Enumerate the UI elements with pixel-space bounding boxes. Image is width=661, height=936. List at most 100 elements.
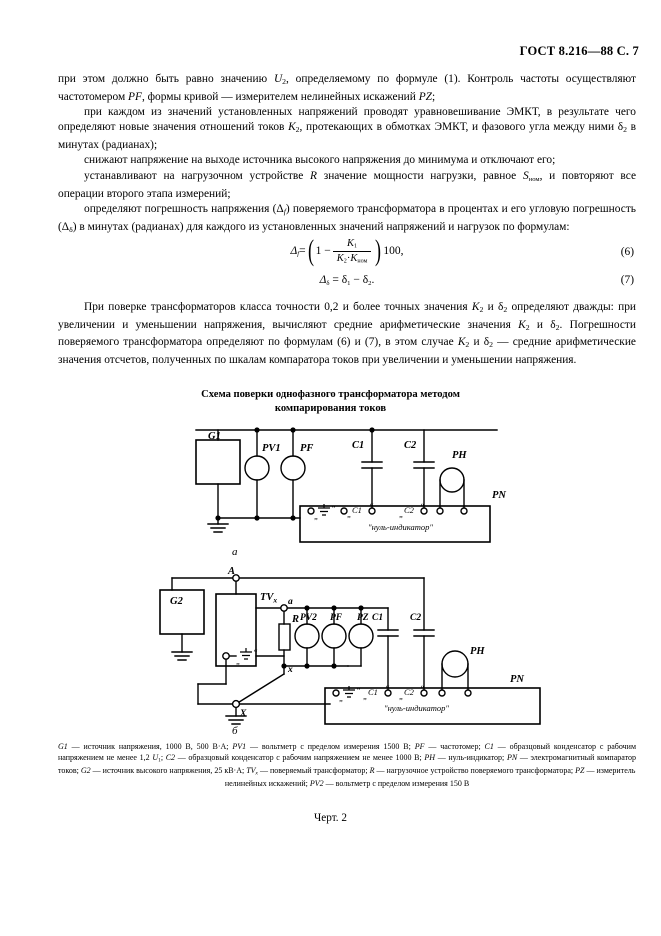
label-r: R — [291, 614, 299, 625]
label-tvx: TVx — [260, 592, 277, 605]
terminal-label-c1-b: C1 — [368, 687, 378, 697]
formula-7-expression: Δδ = δ1 − δ2. — [58, 274, 636, 287]
formula-7-number: (7) — [620, 274, 634, 286]
label-pf-b: PF — [330, 613, 343, 623]
tv-ground-quote-open: „ — [236, 656, 241, 666]
sublabel-b: б — [232, 725, 238, 736]
box-label-null-indicator-b: "нуль-индикатор" — [384, 703, 449, 713]
formula-6-equals: = — [299, 244, 306, 257]
box-ground-quote-close: “ — [356, 685, 361, 695]
caption-line2: нелинейных искажений; PV2 — вольтметр с … — [224, 778, 470, 788]
formula-row-7: Δδ = δ1 − δ2. (7) — [58, 272, 636, 296]
terminal-quote-c2-close-b: “ — [420, 683, 425, 693]
label-c2: C2 — [404, 440, 417, 451]
figure-title-line2: компарирования токов — [274, 402, 387, 414]
terminal-quote-ground-close: “ — [331, 503, 336, 513]
formula-7-period: . — [371, 274, 375, 286]
terminal-quote-c2-close: “ — [420, 501, 425, 511]
diagram-b-junction-dots — [281, 605, 364, 669]
formula-7-delta: Δ — [319, 274, 327, 286]
circuit-diagram-b-svg: A G2 TVx a R PV2 PF PZ C1 C2 PH PN x X „… — [159, 566, 541, 737]
formula-6-delta-sub: f — [297, 250, 300, 258]
terminal-quote-c1-close-b: “ — [385, 683, 390, 693]
formula-6-one-minus: 1 − — [315, 244, 331, 257]
terminal-label-c1: C1 — [352, 505, 362, 515]
formula-6-denominator: K2·Kном — [332, 250, 372, 265]
formula-6-numerator-sub: 1 — [354, 243, 358, 250]
formula-6-close-paren: ) — [375, 234, 382, 268]
figure-caption: G1 — источник напряжения, 1000 В, 500 В·… — [58, 742, 636, 789]
figure-number: Черт. 2 — [314, 812, 347, 824]
figure-title: Схема поверки однофазного трансформатора… — [0, 388, 661, 415]
paragraph-6: При поверке трансформаторов класса точно… — [58, 301, 636, 366]
sublabel-a: а — [232, 546, 238, 558]
formula-6-denominator2-symbol: K — [350, 252, 358, 264]
label-c2-b: C2 — [410, 613, 421, 623]
page-header: ГОСТ 8.216—88 С. 7 — [519, 44, 639, 58]
formula-7-rhs1: δ — [341, 274, 348, 286]
terminal-label-c2: C2 — [404, 505, 415, 515]
label-pz: PZ — [357, 613, 369, 623]
diagram-b-terminals — [222, 574, 472, 709]
circuit-diagram-b: A G2 TVx a R PV2 PF PZ C1 C2 PH PN x X „… — [0, 556, 661, 737]
label-pn: PN — [492, 490, 506, 501]
label-ph-b: PH — [470, 646, 485, 657]
body-text-block-2: При поверке трансформаторов класса точно… — [58, 300, 636, 368]
label-terminal-x-upper: x — [287, 665, 293, 675]
label-g2: G2 — [170, 596, 184, 607]
figure-title-line1: Схема поверки однофазного трансформатора… — [201, 389, 460, 400]
body-text-block: при этом должно быть равно значению U2, … — [58, 72, 636, 238]
formula-7-rhs2-sub: 2 — [368, 279, 372, 287]
terminal-quote-c2-open: „ — [399, 509, 404, 519]
label-c1: C1 — [352, 440, 364, 451]
terminal-quote-ground-open: „ — [314, 511, 319, 521]
paragraph-1: при этом должно быть равно значению U2, … — [58, 73, 636, 103]
formula-6-number: (6) — [620, 246, 634, 258]
formula-6-denominator-dot: · — [346, 252, 351, 264]
label-pf: PF — [300, 443, 313, 454]
label-pv2: PV2 — [300, 613, 317, 623]
formula-7-minus: − — [353, 274, 360, 286]
label-terminal-a: a — [288, 597, 293, 607]
formula-6-denominator-sub: 2 — [343, 258, 347, 265]
formula-6-delta: Δ — [290, 244, 298, 257]
formula-7-equals: = — [332, 274, 339, 286]
formula-7-delta-sub: δ — [326, 279, 330, 287]
box-label-null-indicator: "нуль-индикатор" — [368, 522, 433, 532]
label-terminal-A: A — [227, 566, 235, 577]
formula-6-numerator: K1 — [333, 238, 372, 251]
label-g1: G1 — [208, 431, 221, 442]
formula-7-rhs1-sub: 1 — [347, 279, 351, 287]
formula-6-denominator2-sub: ном — [357, 258, 368, 265]
formula-6-open-paren: ( — [307, 234, 314, 268]
diagram-a-terminals — [307, 507, 468, 515]
paragraph-3: снижают напряжение на выходе источника в… — [84, 154, 556, 167]
formula-6-tail: 100, — [383, 244, 404, 257]
paragraph-2: при каждом из значений установленных нап… — [58, 105, 637, 151]
formula-6-numerator-symbol: K — [347, 238, 355, 249]
tv-ground-quote-close: “ — [253, 647, 258, 657]
label-terminal-X-lower: X — [239, 709, 247, 719]
label-pv1: PV1 — [262, 443, 281, 454]
label-pn-b: PN — [510, 674, 524, 685]
terminal-label-c2-b: C2 — [404, 687, 415, 697]
caption-main: G1 — источник напряжения, 1000 В, 500 В·… — [58, 742, 637, 777]
diagram-a-junction-dots — [215, 427, 375, 521]
circuit-diagram-a: G1 PV1 PF C1 C2 PH PN „ “ „ C1 “ „ C2 “ … — [0, 418, 661, 558]
circuit-diagram-a-svg: G1 PV1 PF C1 C2 PH PN „ “ „ C1 “ „ C2 “ … — [195, 427, 506, 558]
terminal-quote-c1-open-b: „ — [363, 691, 368, 701]
paragraph-5: определяют погрешность напряжения (Δf) п… — [58, 203, 636, 235]
terminal-quote-c2-open-b: „ — [399, 691, 404, 701]
terminal-quote-c1-close: “ — [369, 501, 374, 511]
box-ground-quote-open: „ — [339, 693, 344, 703]
label-c1-b: C1 — [372, 613, 383, 623]
formula-6-denominator-symbol: K — [336, 252, 344, 264]
label-ph: PH — [452, 450, 467, 461]
paragraph-4: устанавливают на нагрузочном устройстве … — [58, 169, 636, 200]
terminal-quote-c1-open: „ — [347, 509, 352, 519]
